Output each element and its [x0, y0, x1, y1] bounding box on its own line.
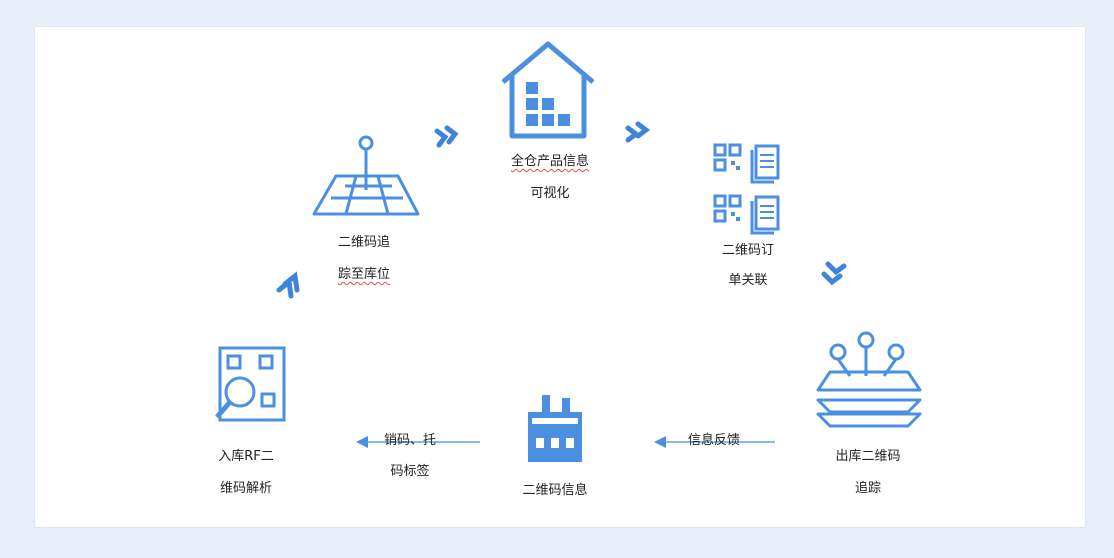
warehouse-icon [501, 41, 595, 139]
chevron-arrow-icon [821, 261, 847, 286]
sales-label: 销码、托 [383, 433, 437, 448]
inbound-label-2: 维码解析 [219, 481, 273, 496]
factory-label: 二维码信息 [522, 483, 588, 498]
feedback-arrow [654, 436, 775, 448]
sales-arrow [356, 436, 480, 448]
factory-icon [528, 395, 582, 462]
chevron-arrow-icon [625, 121, 651, 143]
chevron-arrow-icon [276, 271, 300, 299]
map-pin-icon [312, 135, 420, 216]
location-label-2: 踪至库位 [337, 267, 391, 282]
location-label: 二维码追 [337, 235, 391, 250]
order-link-label-2: 单关联 [728, 273, 768, 288]
inbound-label: 入库RF二 [218, 449, 274, 464]
order-link-label: 二维码订 [721, 243, 775, 258]
outbound-label: 出库二维码 [835, 449, 901, 464]
sales-label-2: 码标签 [390, 464, 430, 479]
qr-scan-icon [215, 346, 286, 422]
feedback-label: 信息反馈 [687, 433, 741, 448]
layered-stack-icon [816, 331, 922, 428]
warehouse-label: 全仓产品信息 [510, 154, 590, 169]
chevron-arrow-icon [434, 125, 459, 148]
warehouse-label-2: 可视化 [530, 186, 570, 201]
outbound-label-2: 追踪 [854, 481, 882, 496]
qr-document-icon [713, 143, 780, 235]
